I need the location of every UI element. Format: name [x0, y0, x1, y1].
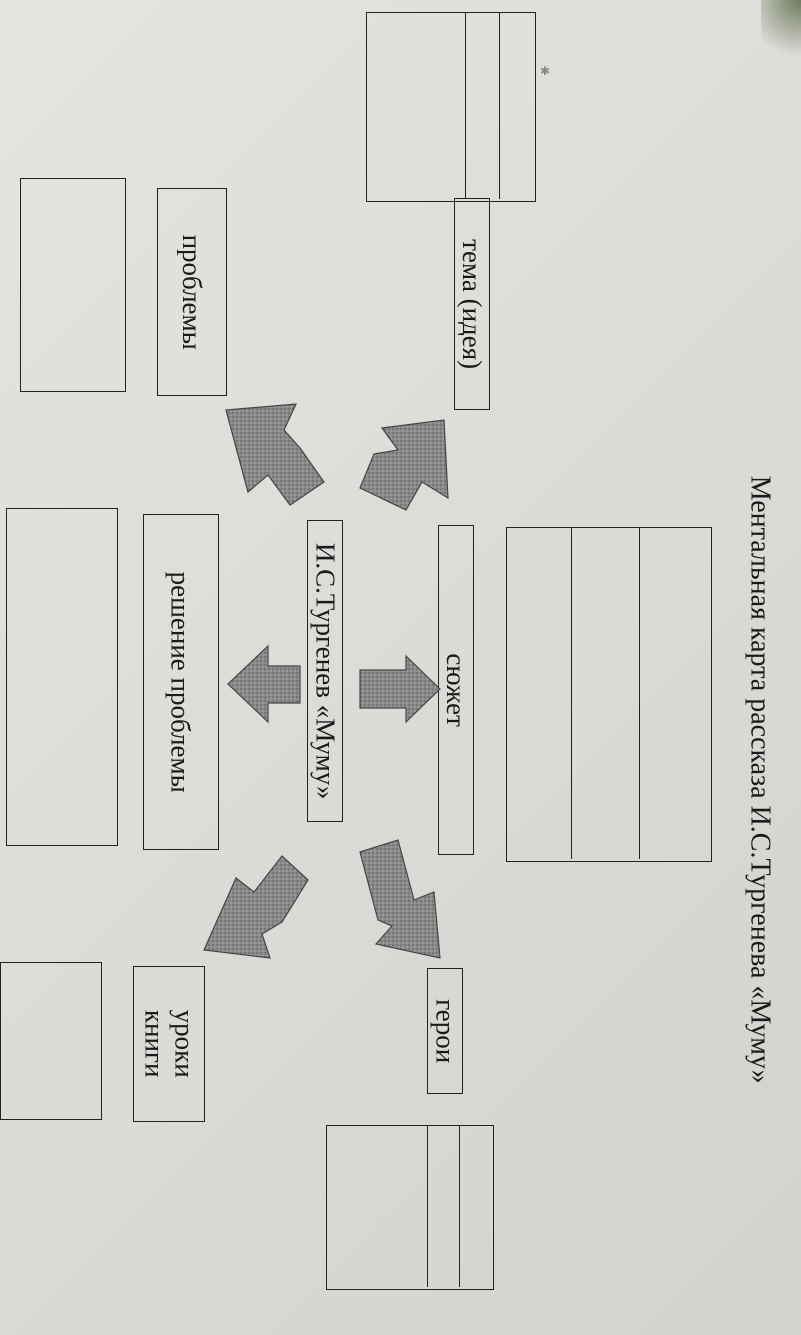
table-divider: [499, 13, 500, 199]
theme-answer-table: [366, 12, 536, 202]
solution-label-box: решение проблемы: [143, 514, 219, 850]
arrow-to-problems: [225, 403, 325, 506]
center-label-box: И.С.Тургенев «Муму»: [307, 520, 343, 822]
theme-label-box: тема (идея): [454, 198, 490, 410]
pencil-mark: ✱: [540, 64, 551, 78]
lessons-label-box: уроки книги: [133, 966, 205, 1122]
arrow-to-solution: [227, 644, 301, 724]
page-shadow: [761, 0, 801, 70]
lessons-answer-box: [0, 962, 102, 1120]
problems-label-box: проблемы: [157, 188, 227, 396]
plot-answer-table: [506, 527, 712, 862]
table-divider: [459, 1126, 460, 1287]
arrow-to-plot: [359, 654, 441, 724]
table-divider: [571, 528, 572, 859]
solution-answer-box: [6, 508, 118, 846]
problems-answer-box: [20, 178, 126, 392]
heroes-label-box: герои: [427, 968, 463, 1094]
arrow-to-theme: [359, 419, 449, 511]
table-divider: [427, 1126, 428, 1287]
table-divider: [465, 13, 466, 199]
heroes-answer-table: [326, 1125, 494, 1290]
arrow-to-heroes: [359, 839, 441, 959]
arrow-to-lessons: [203, 855, 309, 959]
table-divider: [639, 528, 640, 859]
